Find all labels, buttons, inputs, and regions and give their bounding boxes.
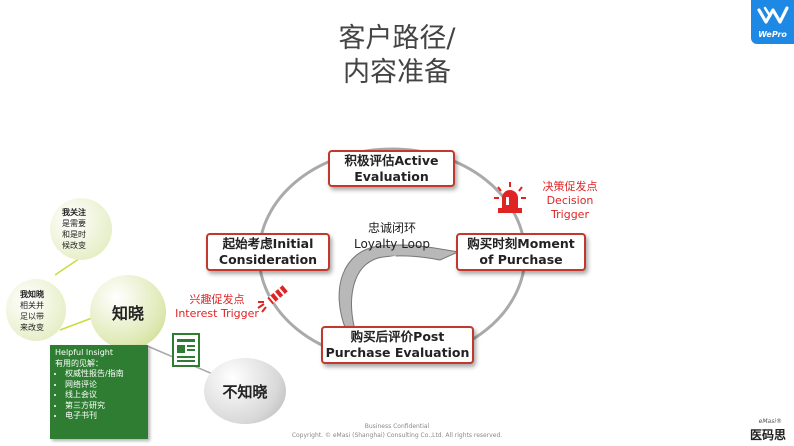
stage-moment-of-purchase: 购买时刻Moment of Purchase [456, 233, 586, 271]
unaware-bubble: 不知晓 [204, 358, 286, 424]
footer-confidential: Business Confidential [364, 423, 430, 430]
aware-bubble: 知晓 [90, 275, 166, 349]
wepro-logo-text: WePro [758, 30, 787, 39]
decision-trigger-line3: Trigger [551, 208, 589, 221]
insight-item: 网络评论 [65, 380, 143, 391]
insight-item: 电子书刊 [65, 411, 143, 422]
interest-trigger-line2: Interest Trigger [175, 307, 259, 320]
i-care-line1: 是需要 [62, 219, 86, 228]
moment-of-purchase-line1: 购买时刻Moment [467, 236, 575, 251]
interest-trigger-label: 兴趣促发点 Interest Trigger [172, 293, 262, 321]
i-know-text: 我知晓 相关并 足以带 来改变 [20, 289, 64, 333]
loyalty-loop-line1: 忠诚闭环 [367, 221, 416, 235]
stage-active-evaluation: 积极评估Active Evaluation [328, 150, 455, 187]
i-know-title: 我知晓 [20, 290, 44, 299]
wepro-logo: WePro [751, 0, 794, 44]
insight-list: 权威性报告/指南 网络评论 线上会议 第三方研究 电子书刊 [55, 369, 143, 422]
stage-post-purchase: 购买后评价Post Purchase Evaluation [321, 326, 474, 364]
decision-trigger-line2: Decision [546, 194, 594, 207]
active-evaluation-line1: 积极评估Active [344, 152, 439, 168]
decision-trigger-line1: 决策促发点 [542, 180, 598, 193]
footer-copyright: Copyright. © eMasi (Shanghai) Consulting… [291, 432, 503, 439]
unaware-label: 不知晓 [222, 382, 268, 401]
initial-consideration-line2: Consideration [218, 252, 318, 267]
post-purchase-line2: Purchase Evaluation [325, 345, 470, 360]
insight-title: Helpful Insight [55, 348, 113, 357]
emasi-brand-small: eMasi® [758, 418, 782, 425]
i-care-line3: 候改变 [62, 241, 86, 250]
aware-label: 知晓 [111, 304, 144, 323]
loyalty-loop-label: 忠诚闭环 Loyalty Loop [342, 220, 442, 252]
insight-subtitle: 有用的见解： [55, 358, 103, 368]
interest-trigger-line1: 兴趣促发点 [189, 293, 245, 306]
i-care-text: 我关注 是需要 和是时 候改变 [62, 207, 112, 251]
checkmark-logo-icon [757, 6, 789, 24]
siren-icon [492, 180, 528, 216]
i-care-line2: 和是时 [62, 230, 86, 239]
i-know-line2: 足以带 [20, 312, 44, 321]
emasi-brand-main: 医码思 [749, 428, 786, 442]
active-evaluation-line2: Evaluation [354, 168, 429, 184]
stage-initial-consideration: 起始考虑Initial Consideration [206, 233, 330, 271]
page-title-line2: 内容准备 [343, 57, 451, 88]
moment-of-purchase-line2: of Purchase [479, 252, 563, 267]
i-care-bubble [50, 198, 112, 260]
helpful-insight-box: Helpful Insight 有用的见解： 权威性报告/指南 网络评论 线上会… [50, 345, 148, 439]
i-know-line1: 相关并 [20, 301, 44, 310]
decision-trigger-label: 决策促发点 Decision Trigger [530, 180, 610, 222]
insight-item: 权威性报告/指南 [65, 369, 143, 380]
firecracker-icon [256, 280, 292, 314]
emasi-brand: eMasi® 医码思 [742, 418, 790, 444]
insight-item: 线上会议 [65, 390, 143, 401]
insight-item: 第三方研究 [65, 401, 143, 412]
loyalty-loop-line2: Loyalty Loop [353, 237, 430, 251]
loyalty-loop-swoosh [338, 244, 460, 331]
initial-consideration-line1: 起始考虑Initial [222, 236, 314, 251]
post-purchase-line1: 购买后评价Post [350, 329, 445, 344]
i-know-line3: 来改变 [20, 323, 44, 332]
i-know-bubble [6, 279, 66, 341]
page-title-line1: 客户路径/ [338, 23, 456, 54]
document-icon [172, 333, 200, 367]
i-care-title: 我关注 [62, 208, 86, 217]
